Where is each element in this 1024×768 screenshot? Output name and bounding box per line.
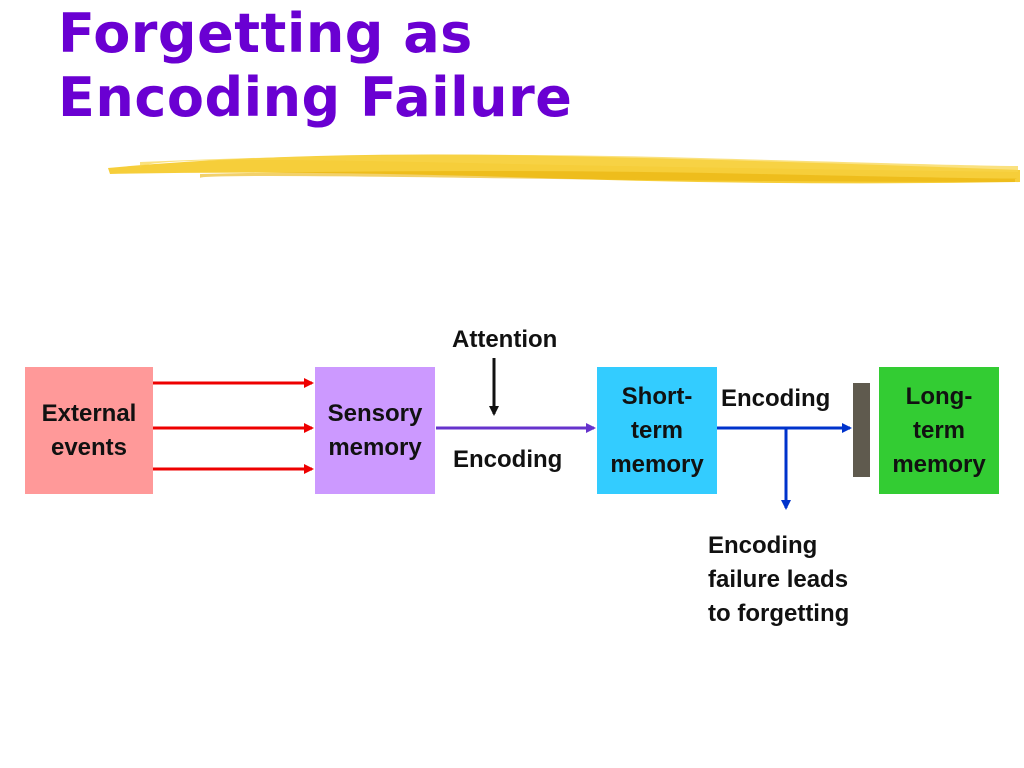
long-term-memory-line-2: term [912,416,966,444]
encoding-label-short-term: Encoding [721,385,831,412]
encoding-label-sensory: Encoding [453,446,563,473]
external-events-line-2: events [50,433,128,461]
highlighter-stroke [108,154,1020,184]
external-events-line-1: External [41,399,137,427]
encoding-failure-line-3: to forgetting [708,600,850,627]
title-line-2: Encoding Failure [58,66,573,129]
long-term-memory-box: Long- term memory [879,367,999,494]
encoding-failure-label: Encoding failure leads to forgetting [708,529,849,631]
encoding-failure-line-2: failure leads [708,566,849,593]
sensory-memory-box: Sensory memory [315,367,435,494]
long-term-memory-line-1: Long- [905,382,973,410]
sensory-memory-line-1: Sensory [327,399,423,427]
short-term-memory-line-2: term [630,416,684,444]
attention-label: Attention [452,326,558,353]
long-term-memory-line-3: memory [892,450,986,478]
encoding-barrier [853,383,870,477]
short-term-memory-box: Short- term memory [597,367,717,494]
short-term-memory-line-1: Short- [621,382,693,410]
sensory-memory-line-2: memory [328,433,422,461]
short-term-memory-line-3: memory [610,450,704,478]
encoding-failure-line-1: Encoding [708,532,818,559]
slide-title: Forgetting as Encoding Failure [58,2,572,130]
external-events-box: External events [25,367,153,494]
title-line-1: Forgetting as [58,2,473,65]
